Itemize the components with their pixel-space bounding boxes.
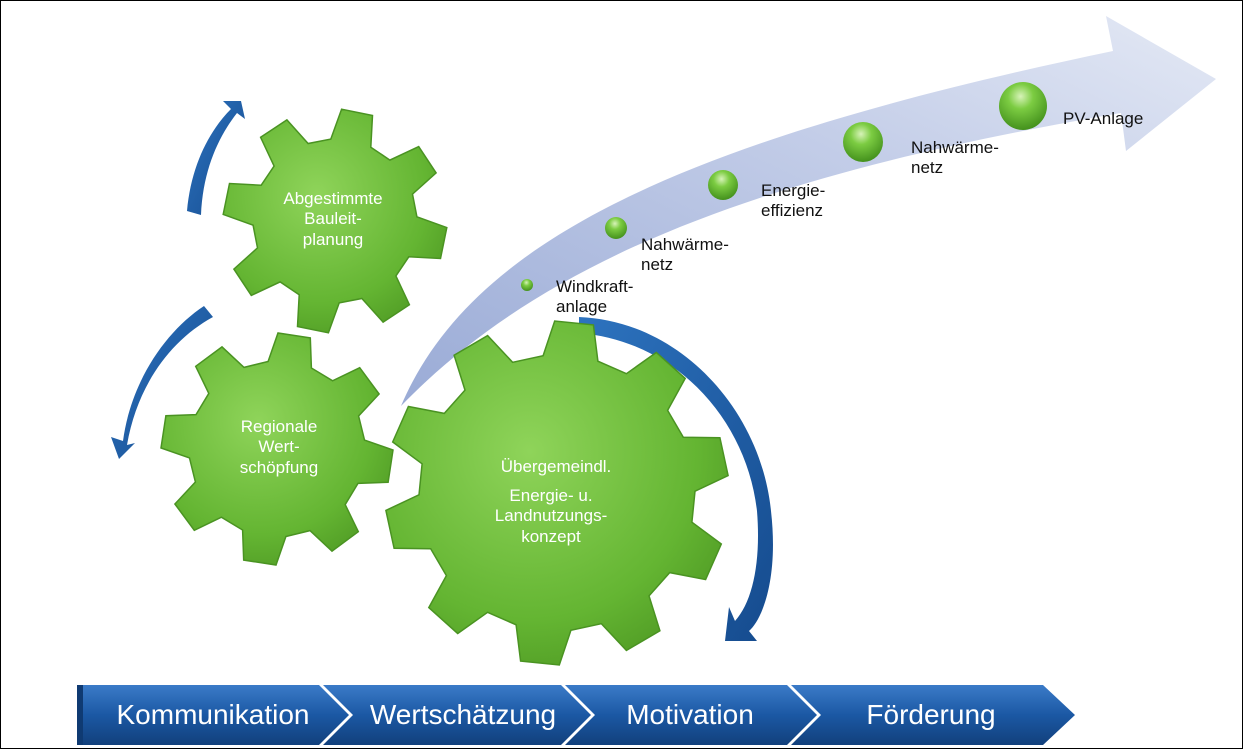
label-nahwaerme-2: Nahwärme- netz [911, 138, 999, 178]
gear-top-label: Abgestimmte Bauleit- planung [283, 189, 383, 249]
gear-main-label-line2: Energie- u. Landnutzungs- konzept [494, 486, 608, 546]
gear-main-body [385, 320, 729, 666]
ball-nahwaerme-1 [605, 217, 627, 239]
stage-chevron-2 [323, 685, 591, 745]
stage-bar-edge [77, 685, 83, 745]
stage-label-2: Wertschätzung [369, 699, 557, 730]
gear-main-label-line1: Übergemeindl. [500, 457, 612, 476]
stage-label-4: Förderung [866, 699, 996, 730]
stage-label-3: Motivation [626, 699, 754, 730]
ball-nahwaerme-2 [843, 122, 883, 162]
stage-chevron-4 [791, 685, 1075, 745]
gear-main [385, 320, 729, 666]
ball-windkraft [521, 279, 533, 291]
cycle-arrow-top-left [187, 101, 245, 215]
label-nahwaerme-1: Nahwärme- netz [641, 235, 729, 275]
gear-left [160, 332, 394, 566]
gear-left-body [160, 332, 394, 566]
cycle-arrow-left [111, 306, 213, 459]
stage-label-1: Kommunikation [116, 699, 310, 730]
gear-top [222, 108, 448, 334]
stage-chevron-1 [77, 685, 349, 745]
gear-left-label: Regionale Wert- schöpfung [239, 417, 319, 477]
label-pv: PV-Anlage [1063, 109, 1144, 128]
label-windkraft: Windkraft- anlage [556, 277, 634, 317]
ball-energieeffizienz [708, 170, 738, 200]
gear-top-body [222, 108, 448, 334]
ball-pv [999, 82, 1047, 130]
label-energieeffizienz: Energie- effizienz [761, 181, 826, 221]
stage-chevron-3 [565, 685, 817, 745]
cycle-arrow-right [579, 317, 773, 641]
